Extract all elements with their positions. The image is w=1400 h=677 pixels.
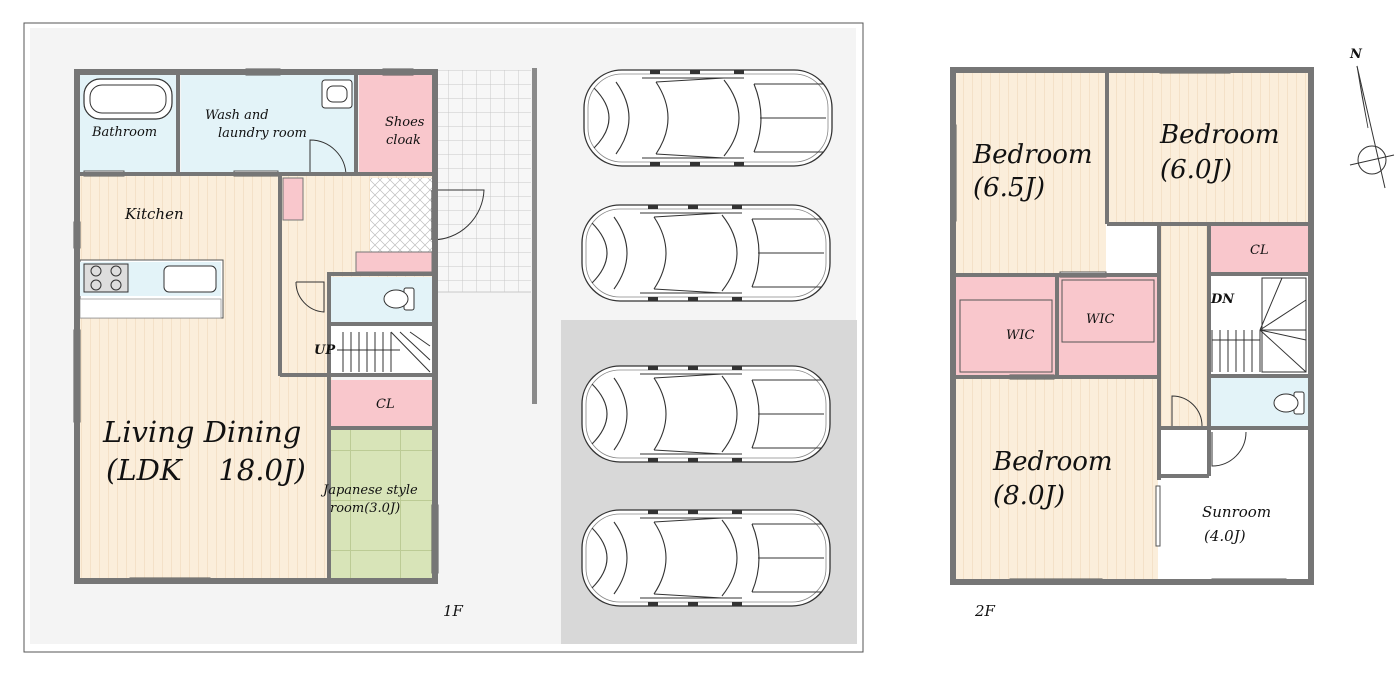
label-sunroom-line1: Sunroom [1202,503,1271,521]
car-1 [583,69,833,167]
stairs-2f [1210,276,1308,374]
genkan-1f [370,178,432,252]
car-4 [581,509,831,607]
closet-1f [331,380,432,427]
label-japanese-line1: Japanese style [320,483,418,498]
wic-right-2f [1058,277,1158,375]
labels-2f: Bedroom (6.5J) Bedroom (6.0J) CL WIC WIC… [972,120,1280,620]
label-wic-left: WIC [1006,328,1034,343]
boundary-wall [532,68,537,404]
label-shoes-line2: cloak [386,133,421,148]
japanese-room-1f [331,428,432,578]
house-1f [73,68,485,584]
bedroom-nw-2f [956,73,1106,275]
bedroom-s-2f [956,377,1158,579]
house-2f [950,67,1314,585]
label-wash-line1: Wash and [205,108,269,123]
label-closet-2f: CL [1250,243,1269,258]
closet-2f [1210,226,1308,273]
label-bedroom-ne-line2: (6.0J) [1160,155,1232,185]
wic-left-2f [956,277,1056,375]
label-bedroom-ne-line1: Bedroom [1159,120,1280,150]
label-bathroom: Bathroom [91,125,157,140]
entrance-approach [437,70,531,292]
caption-1f: 1F [443,602,464,620]
label-wash-line2: laundry room [218,126,307,141]
car-2 [581,204,831,302]
compass-icon: N [1349,47,1395,189]
label-bedroom-s-line2: (8.0J) [993,481,1065,511]
label-bedroom-s-line1: Bedroom [992,447,1113,477]
labels-1f: Bathroom Wash and laundry room Shoes clo… [91,108,464,620]
car-3 [581,365,831,463]
label-japanese-line2: room(3.0J) [330,501,400,516]
bedroom-ne-2f [1108,73,1308,223]
caption-2f: 2F [974,602,996,620]
label-bedroom-nw-line1: Bedroom [972,140,1093,170]
compass-north-label: N [1349,47,1363,62]
label-shoes-line1: Shoes [385,115,425,130]
label-kitchen: Kitchen [124,205,184,223]
label-closet-1f: CL [376,397,395,412]
shoes-cloak-1f [359,75,432,173]
label-bedroom-nw-line2: (6.5J) [973,173,1045,203]
label-dn: DN [1210,292,1235,307]
label-ldk-line1: Living Dining [102,415,301,449]
label-ldk-line2: (LDK 18.0J) [106,453,306,487]
sunroom-2f [1160,428,1308,579]
toilet-room-1f [331,277,432,323]
label-wic-right: WIC [1086,312,1114,327]
label-up: UP [314,343,336,358]
label-sunroom-line2: (4.0J) [1204,527,1246,545]
